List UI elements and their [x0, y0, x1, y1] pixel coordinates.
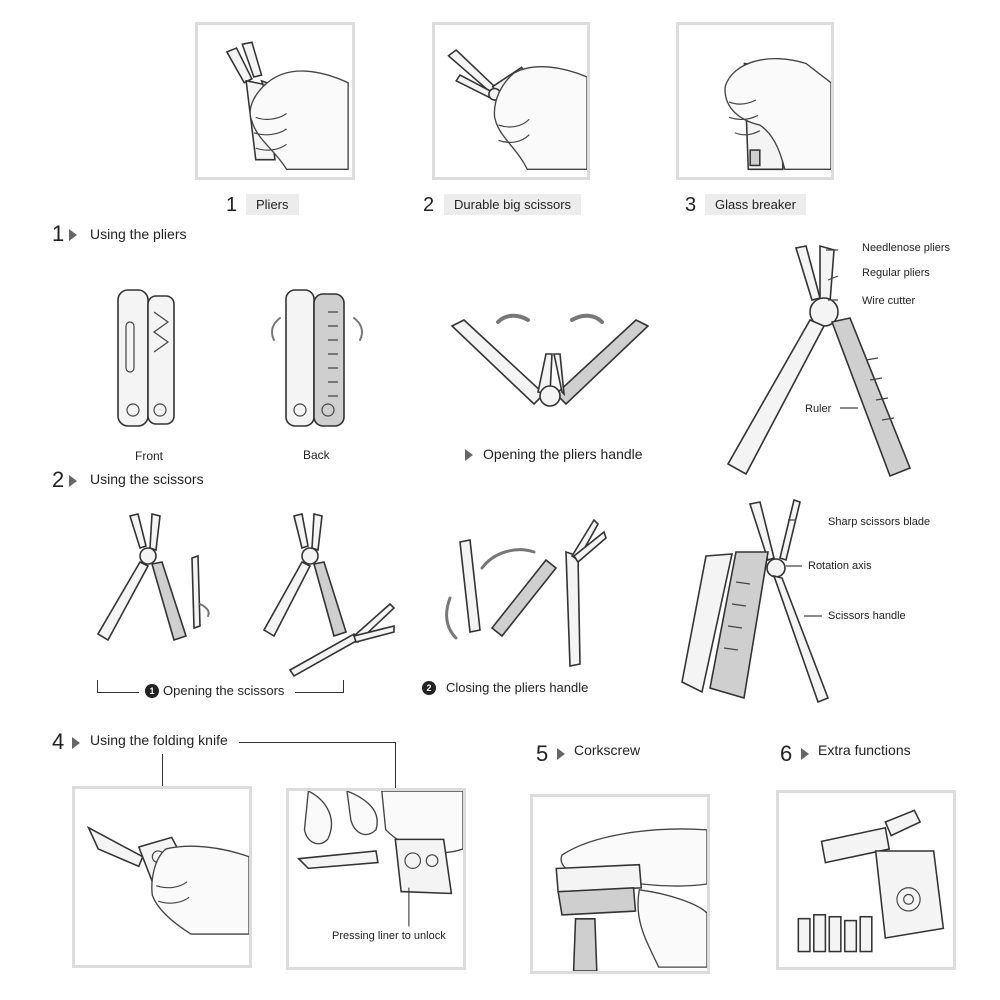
step-arrow-icon — [465, 449, 473, 461]
section-5-title: Corkscrew — [574, 742, 641, 758]
opening-pliers-diagram — [450, 313, 650, 407]
connector-line — [162, 754, 163, 786]
bracket-line — [97, 680, 98, 693]
pliers-photo-frame — [195, 22, 355, 180]
opening-scissors-caption: Opening the scissors — [163, 683, 285, 698]
callout-regular-pliers: Regular pliers — [862, 267, 930, 279]
callout-scissors-handle: Scissors handle — [828, 610, 906, 622]
connector-line — [395, 742, 396, 788]
step-arrow-icon — [72, 737, 80, 749]
step-badge-2: 2 — [422, 681, 436, 695]
pliers-labeled-diagram — [726, 244, 912, 478]
opening-scissors-stage-a — [96, 512, 210, 642]
feature-number-3: 3 — [685, 194, 697, 216]
closing-pliers-caption: Closing the pliers handle — [446, 680, 589, 695]
back-view-caption: Back — [303, 448, 330, 462]
section-5-number: 5 — [536, 741, 549, 766]
callout-needlenose-pliers: Needlenose pliers — [862, 242, 951, 254]
callout-wire-cutter: Wire cutter — [862, 295, 916, 307]
feature-label-pliers: Pliers — [246, 194, 299, 215]
callout-rotation-axis: Rotation axis — [808, 560, 872, 572]
step-arrow-icon — [557, 748, 565, 760]
section-4-title: Using the folding knife — [90, 732, 228, 748]
glass-breaker-photo-frame — [676, 22, 834, 180]
glass-breaker-in-hand-illustration — [724, 57, 831, 171]
corkscrew-in-hand-illustration — [555, 828, 707, 971]
section-1-title: Using the pliers — [90, 226, 187, 242]
knife-photo-frame-1 — [72, 786, 252, 968]
bracket-line — [97, 692, 139, 693]
multitool-front-view — [117, 289, 175, 427]
section-1-number: 1 — [52, 221, 65, 246]
callout-ruler: Ruler — [805, 403, 832, 415]
section-6-title: Extra functions — [818, 742, 911, 758]
step-arrow-icon — [69, 229, 77, 241]
connector-line — [239, 742, 395, 743]
step-arrow-icon — [801, 748, 809, 760]
section-2-title: Using the scissors — [90, 471, 204, 487]
unlock-caption: Pressing liner to unlock — [332, 930, 446, 942]
feature-number-2: 2 — [423, 194, 435, 216]
feature-number-1: 1 — [226, 194, 238, 216]
bit-driver-illustration — [797, 809, 945, 953]
pliers-in-hand-illustration — [225, 41, 349, 170]
section-4-number: 4 — [52, 729, 65, 754]
closing-pliers-diagram — [445, 518, 607, 667]
extra-functions-photo-frame — [776, 790, 956, 970]
knife-unlock-illustration — [296, 791, 463, 927]
step-badge-1: 1 — [145, 684, 159, 698]
feature-label-glass-breaker: Glass breaker — [705, 194, 806, 215]
section-6-number: 6 — [780, 741, 793, 766]
feature-label-scissors: Durable big scissors — [444, 194, 582, 215]
scissors-labeled-diagram — [681, 498, 830, 704]
corkscrew-photo-frame — [530, 794, 710, 974]
multitool-back-view — [271, 289, 363, 427]
callout-sharp-scissors-blade: Sharp scissors blade — [828, 516, 931, 528]
bracket-line — [295, 692, 343, 693]
front-view-caption: Front — [135, 449, 164, 463]
knife-photo-frame-2 — [286, 788, 466, 970]
knife-in-hand-illustration — [86, 825, 249, 935]
bracket-line — [343, 680, 344, 693]
section-2-number: 2 — [52, 467, 65, 492]
scissors-photo-frame — [432, 22, 590, 180]
opening-scissors-stage-b — [262, 512, 396, 678]
opening-pliers-caption: Opening the pliers handle — [483, 446, 643, 462]
step-arrow-icon — [69, 475, 77, 487]
scissors-in-hand-illustration — [447, 49, 587, 170]
